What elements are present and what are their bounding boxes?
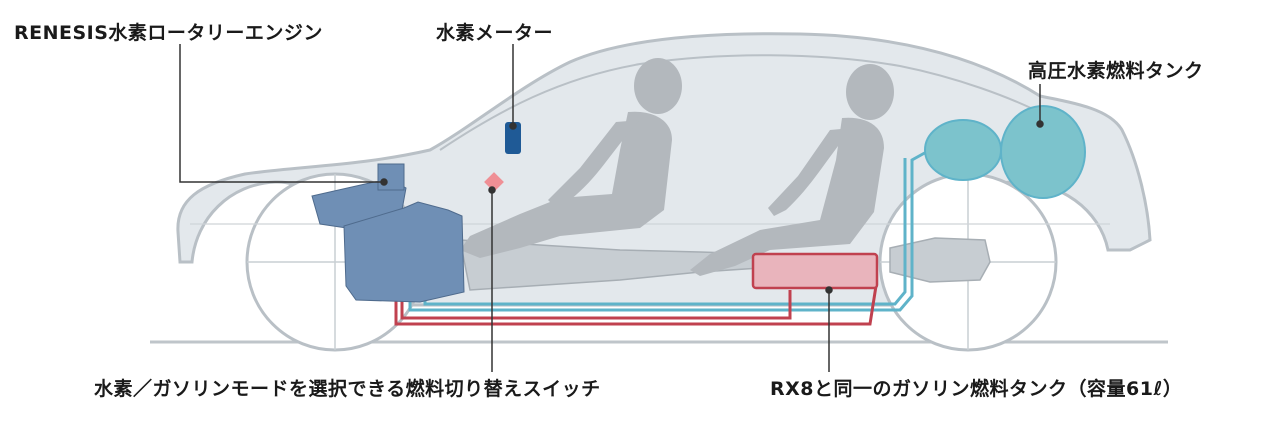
engine-label: RENESIS水素ロータリーエンジン: [14, 18, 323, 45]
hydrogen-tank-small: [925, 120, 1001, 180]
hydrogen-meter-label: 水素メーター: [436, 18, 553, 45]
gasoline-tank-label: RX8と同一のガソリン燃料タンク（容量61ℓ）: [770, 374, 1182, 401]
fuel-switch-label: 水素／ガソリンモードを選択できる燃料切り替えスイッチ: [94, 374, 601, 401]
hydrogen-tank-large: [1001, 106, 1085, 198]
gasoline-tank: [753, 254, 877, 288]
hydrogen-tank-label: 高圧水素燃料タンク: [1028, 56, 1204, 83]
